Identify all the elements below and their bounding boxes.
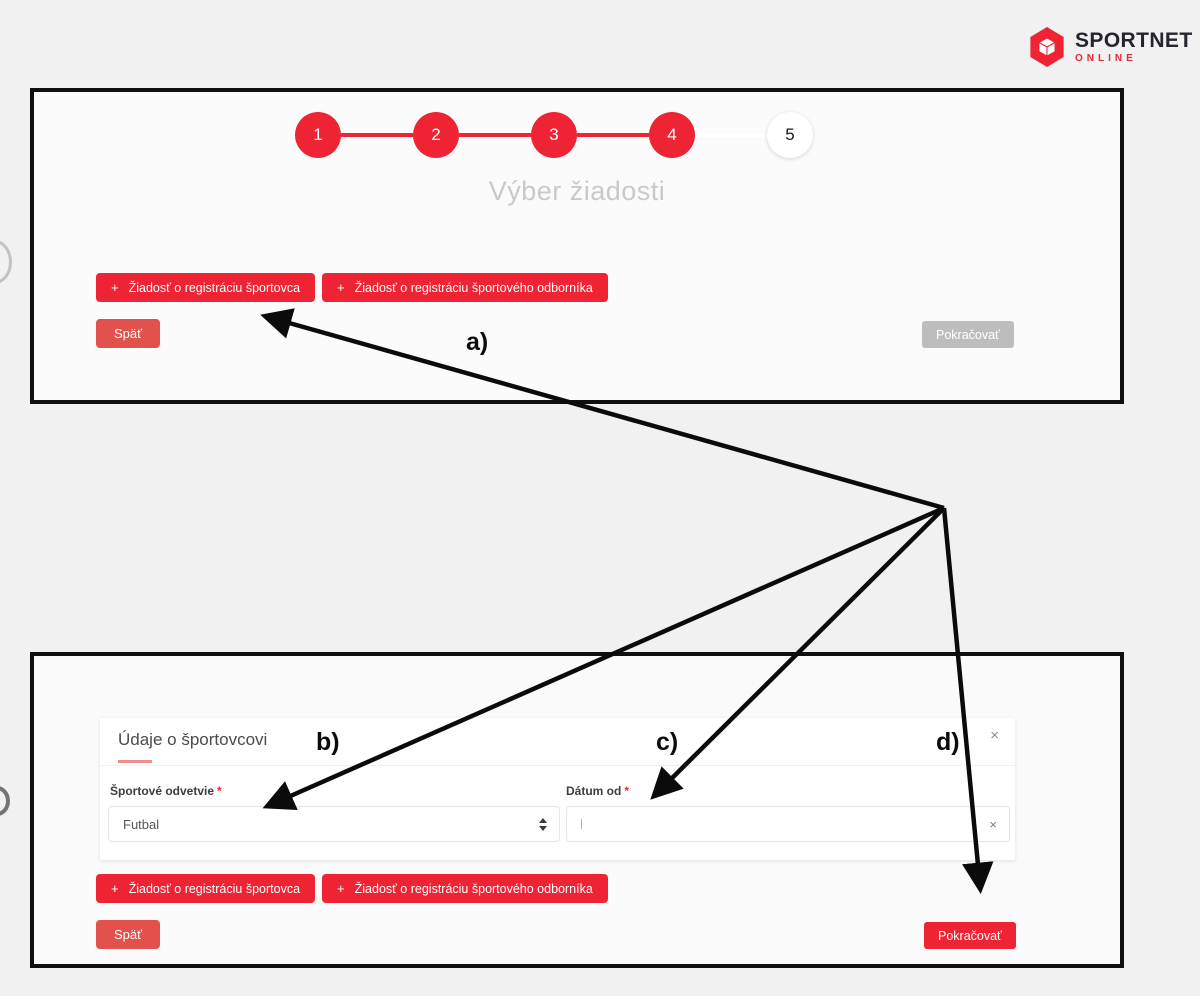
step-4[interactable]: 4: [649, 112, 695, 158]
title-underline: [118, 760, 152, 763]
date-from-label: Dátum od*: [566, 784, 630, 798]
request-athlete-button[interactable]: + Žiadosť o registráciu športovca: [96, 273, 316, 302]
card-title: Údaje o športovcovi: [118, 730, 268, 749]
continue-button[interactable]: Pokračovať: [924, 922, 1016, 949]
annotation-label-b: b): [316, 728, 340, 756]
step-3[interactable]: 3: [531, 112, 577, 158]
left-edge-circle-artifact: [0, 786, 10, 816]
step-connector: [695, 133, 767, 137]
request-expert-button[interactable]: + Žiadosť o registráciu športového odbor…: [322, 874, 608, 903]
plus-icon: +: [111, 280, 119, 295]
sportnet-logo: SPORTNET ONLINE: [1028, 26, 1193, 68]
sport-branch-select[interactable]: Futbal: [108, 806, 560, 842]
request-expert-label: Žiadosť o registráciu športového odborní…: [354, 881, 593, 896]
request-athlete-button[interactable]: + Žiadosť o registráciu športovca: [96, 874, 316, 903]
back-button[interactable]: Späť: [96, 319, 161, 348]
step-2[interactable]: 2: [413, 112, 459, 158]
required-asterisk: *: [624, 784, 630, 798]
request-athlete-label: Žiadosť o registráciu športovca: [128, 881, 301, 896]
date-from-input[interactable]: ×: [566, 806, 1010, 842]
athlete-data-card: Údaje o športovcovi × Športové odvetvie*…: [100, 718, 1015, 860]
close-icon[interactable]: ×: [990, 727, 999, 744]
step-5[interactable]: 5: [767, 112, 813, 158]
brand-name: SPORTNET: [1075, 29, 1193, 52]
plus-icon: +: [111, 881, 119, 896]
text-cursor: [581, 819, 582, 829]
sport-branch-label: Športové odvetvie*: [110, 784, 222, 798]
top-panel-screenshot: 1 2 3 4 5 Výber žiadosti + Žiadosť o reg…: [30, 88, 1124, 404]
continue-button-disabled[interactable]: Pokračovať: [922, 321, 1014, 348]
step-1[interactable]: 1: [295, 112, 341, 158]
request-expert-button[interactable]: + Žiadosť o registráciu športového odbor…: [322, 273, 608, 302]
annotation-label-c: c): [656, 728, 679, 756]
sportnet-logo-icon: [1030, 27, 1064, 67]
step-connector: [459, 133, 531, 137]
wizard-title: Výber žiadosti: [488, 176, 666, 206]
plus-icon: +: [337, 881, 345, 896]
select-arrows-icon: [539, 817, 547, 831]
divider: [100, 765, 1015, 766]
sport-branch-value: Futbal: [123, 816, 160, 832]
request-expert-label: Žiadosť o registráciu športového odborní…: [354, 280, 593, 295]
back-button[interactable]: Späť: [96, 920, 161, 949]
brand-tagline: ONLINE: [1075, 53, 1137, 64]
step-connector: [577, 133, 649, 137]
left-edge-circle-artifact: [0, 240, 12, 284]
wizard-stepper: 1 2 3 4 5: [295, 112, 813, 158]
annotation-label-d: d): [936, 728, 960, 756]
annotation-label-a: a): [466, 328, 489, 356]
bottom-panel-screenshot: Údaje o športovcovi × Športové odvetvie*…: [30, 652, 1124, 968]
plus-icon: +: [337, 280, 345, 295]
step-connector: [341, 133, 413, 137]
required-asterisk: *: [217, 784, 222, 798]
request-athlete-label: Žiadosť o registráciu športovca: [128, 280, 301, 295]
clear-icon[interactable]: ×: [989, 816, 997, 832]
